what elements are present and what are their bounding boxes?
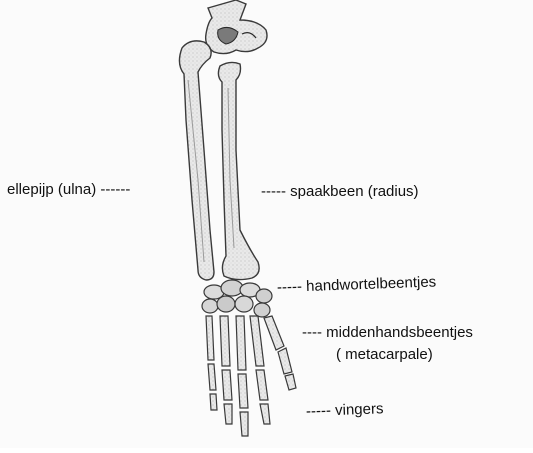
humerus-elbow	[206, 0, 267, 54]
label-ulna: ellepijp (ulna) ------	[7, 181, 130, 199]
metacarpal-and-finger-bones	[206, 316, 296, 436]
radius-bone	[218, 62, 259, 279]
label-metacarpals-latin: ( metacarpale)	[336, 346, 433, 364]
label-fingers: ----- vingers	[306, 400, 384, 421]
carpal-bones	[202, 280, 272, 317]
label-radius: ----- spaakbeen (radius)	[261, 183, 419, 201]
label-metacarpals: ---- middenhandsbeentjes	[302, 324, 473, 342]
ulna-bone	[179, 41, 214, 280]
